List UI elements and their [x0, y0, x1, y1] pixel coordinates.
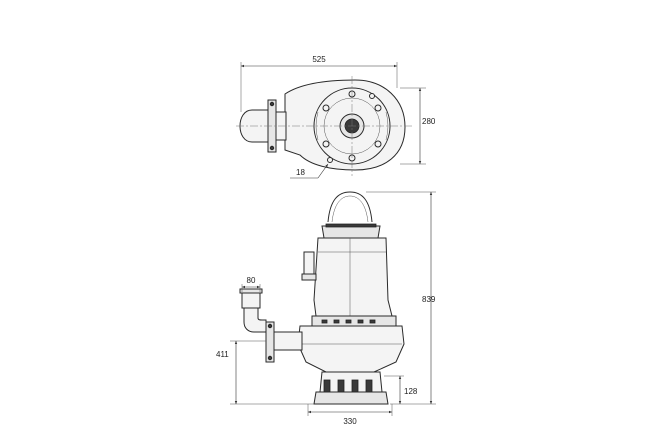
- top-view: 525 280 18: [236, 55, 436, 179]
- cable-gland: [303, 251, 315, 277]
- discharge-elbow: [243, 307, 267, 333]
- pump-base-plate: [313, 391, 389, 405]
- lifting-handle: [327, 191, 373, 223]
- discharge-pipe-vertical: [241, 291, 261, 309]
- dim-outlet-label: 80: [247, 276, 256, 285]
- pump-housing: [297, 325, 405, 373]
- motor-top-cap: [321, 225, 381, 239]
- side-view: 80 839 128 411 330: [216, 191, 436, 426]
- dim-height-label: 280: [422, 117, 436, 126]
- discharge-pipe-horizontal: [273, 331, 303, 351]
- dim-total-height-label: 839: [422, 295, 436, 304]
- dim-width-label: 525: [312, 55, 326, 64]
- dim-outlet-height-label: 411: [216, 350, 229, 359]
- dim-hole-label: 18: [296, 168, 305, 177]
- discharge-flange: [265, 321, 275, 363]
- motor-housing: [313, 237, 393, 317]
- dim-base-height-label: 128: [404, 387, 418, 396]
- dim-base-width-label: 330: [343, 417, 357, 426]
